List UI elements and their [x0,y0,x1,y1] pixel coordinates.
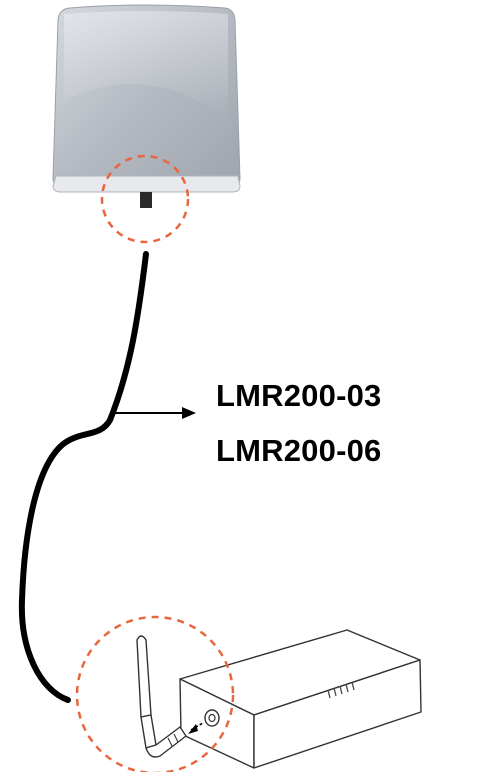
coaxial-cable [18,251,149,703]
router-icon [179,629,422,769]
antenna-connector-highlight [100,154,190,244]
cable-model-label-2: LMR200-06 [216,433,382,468]
router-antenna-highlight [75,615,235,772]
panel-antenna-icon [52,4,241,208]
cable-model-label-1: LMR200-03 [216,378,382,413]
arrow-right-icon [115,407,196,419]
insert-arrow-icon [188,722,204,734]
status-led-icons [327,681,355,699]
antenna-port-icon [204,709,220,727]
dipole-antenna-icon [136,635,187,758]
